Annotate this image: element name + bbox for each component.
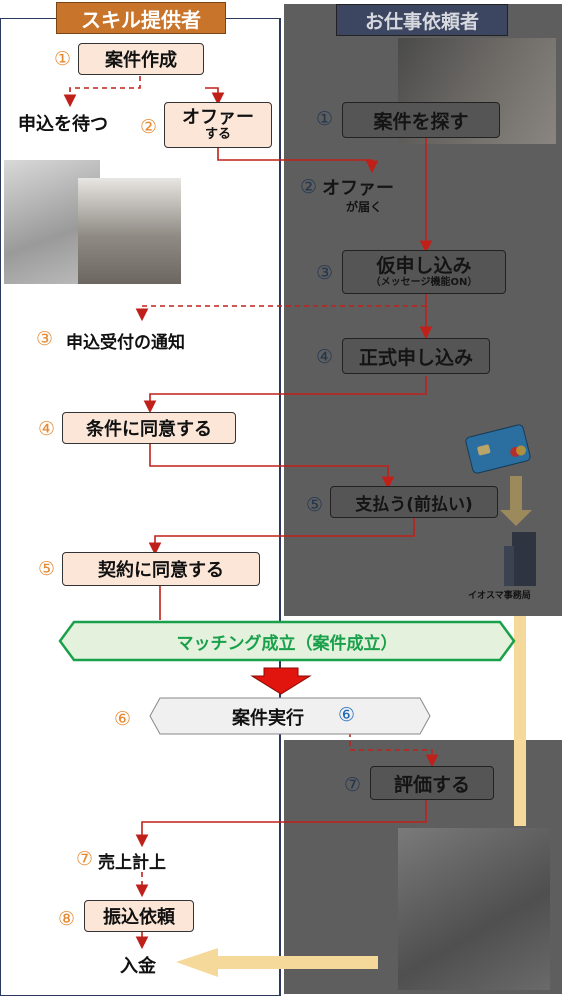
- step-number-1: ①: [54, 48, 72, 70]
- offer-label: オファー: [182, 106, 254, 128]
- step-number-2: ②: [140, 116, 158, 138]
- header-client: お仕事依頼者: [336, 4, 508, 36]
- photo-meeting-right: [78, 178, 181, 284]
- application-notice-label: 申込受付の通知: [66, 333, 185, 353]
- offer-sub-label: する: [204, 126, 231, 142]
- step-payment: 支払う(前払い): [330, 486, 498, 518]
- step-formal-application: 正式申し込み: [342, 338, 490, 374]
- step-number-4-left: ④: [38, 418, 56, 440]
- red-down-arrow-icon: [250, 667, 312, 695]
- execute-project-label: 案件実行: [232, 708, 304, 729]
- matching-established-label: マッチング成立（案件成立）: [176, 633, 398, 654]
- step-number-6-left: ⑥: [114, 708, 132, 730]
- step-number-1-right: ①: [316, 108, 334, 130]
- header-skill-provider: スキル提供者: [56, 2, 226, 34]
- step-agree-contract: 契約に同意する: [62, 552, 260, 586]
- step-search-project: 案件を探す: [342, 102, 500, 138]
- step-review: 評価する: [370, 766, 494, 800]
- sales-record-label: 売上計上: [98, 853, 166, 873]
- step-number-3-left: ③: [36, 328, 54, 350]
- office-building-icon: [504, 532, 536, 586]
- step-number-5-left: ⑤: [38, 558, 56, 580]
- step-number-7-left: ⑦: [76, 848, 94, 870]
- step-create-project: 案件作成: [78, 43, 204, 75]
- deposit-label: 入金: [120, 956, 156, 977]
- step-agree-terms: 条件に同意する: [62, 412, 236, 444]
- offer-received-label: オファー: [322, 178, 394, 199]
- wait-application-label: 申込を待つ: [18, 114, 108, 135]
- offer-received-sub: が届く: [346, 200, 383, 214]
- lane-divider: [279, 18, 281, 996]
- step-number-3-right: ③: [316, 262, 334, 284]
- step-number-7-right: ⑦: [344, 774, 362, 796]
- step-offer: オファー する: [164, 102, 272, 148]
- step-number-8: ⑧: [58, 908, 76, 930]
- step-number-5-right: ⑤: [306, 494, 324, 516]
- step-number-6-right: ⑥: [338, 704, 356, 726]
- money-flow-arrows: [176, 476, 532, 977]
- provisional-label: 仮申し込み: [376, 255, 472, 278]
- photo-client-bottom: [398, 828, 550, 990]
- step-provisional-application: 仮申し込み （メッセージ機能ON）: [342, 250, 506, 294]
- office-label: イオスマ事務局: [468, 591, 531, 601]
- step-transfer-request: 振込依頼: [84, 900, 194, 932]
- provisional-sub-label: （メッセージ機能ON）: [370, 276, 478, 288]
- step-number-4-right: ④: [316, 346, 334, 368]
- step-number-2-right: ②: [300, 176, 318, 198]
